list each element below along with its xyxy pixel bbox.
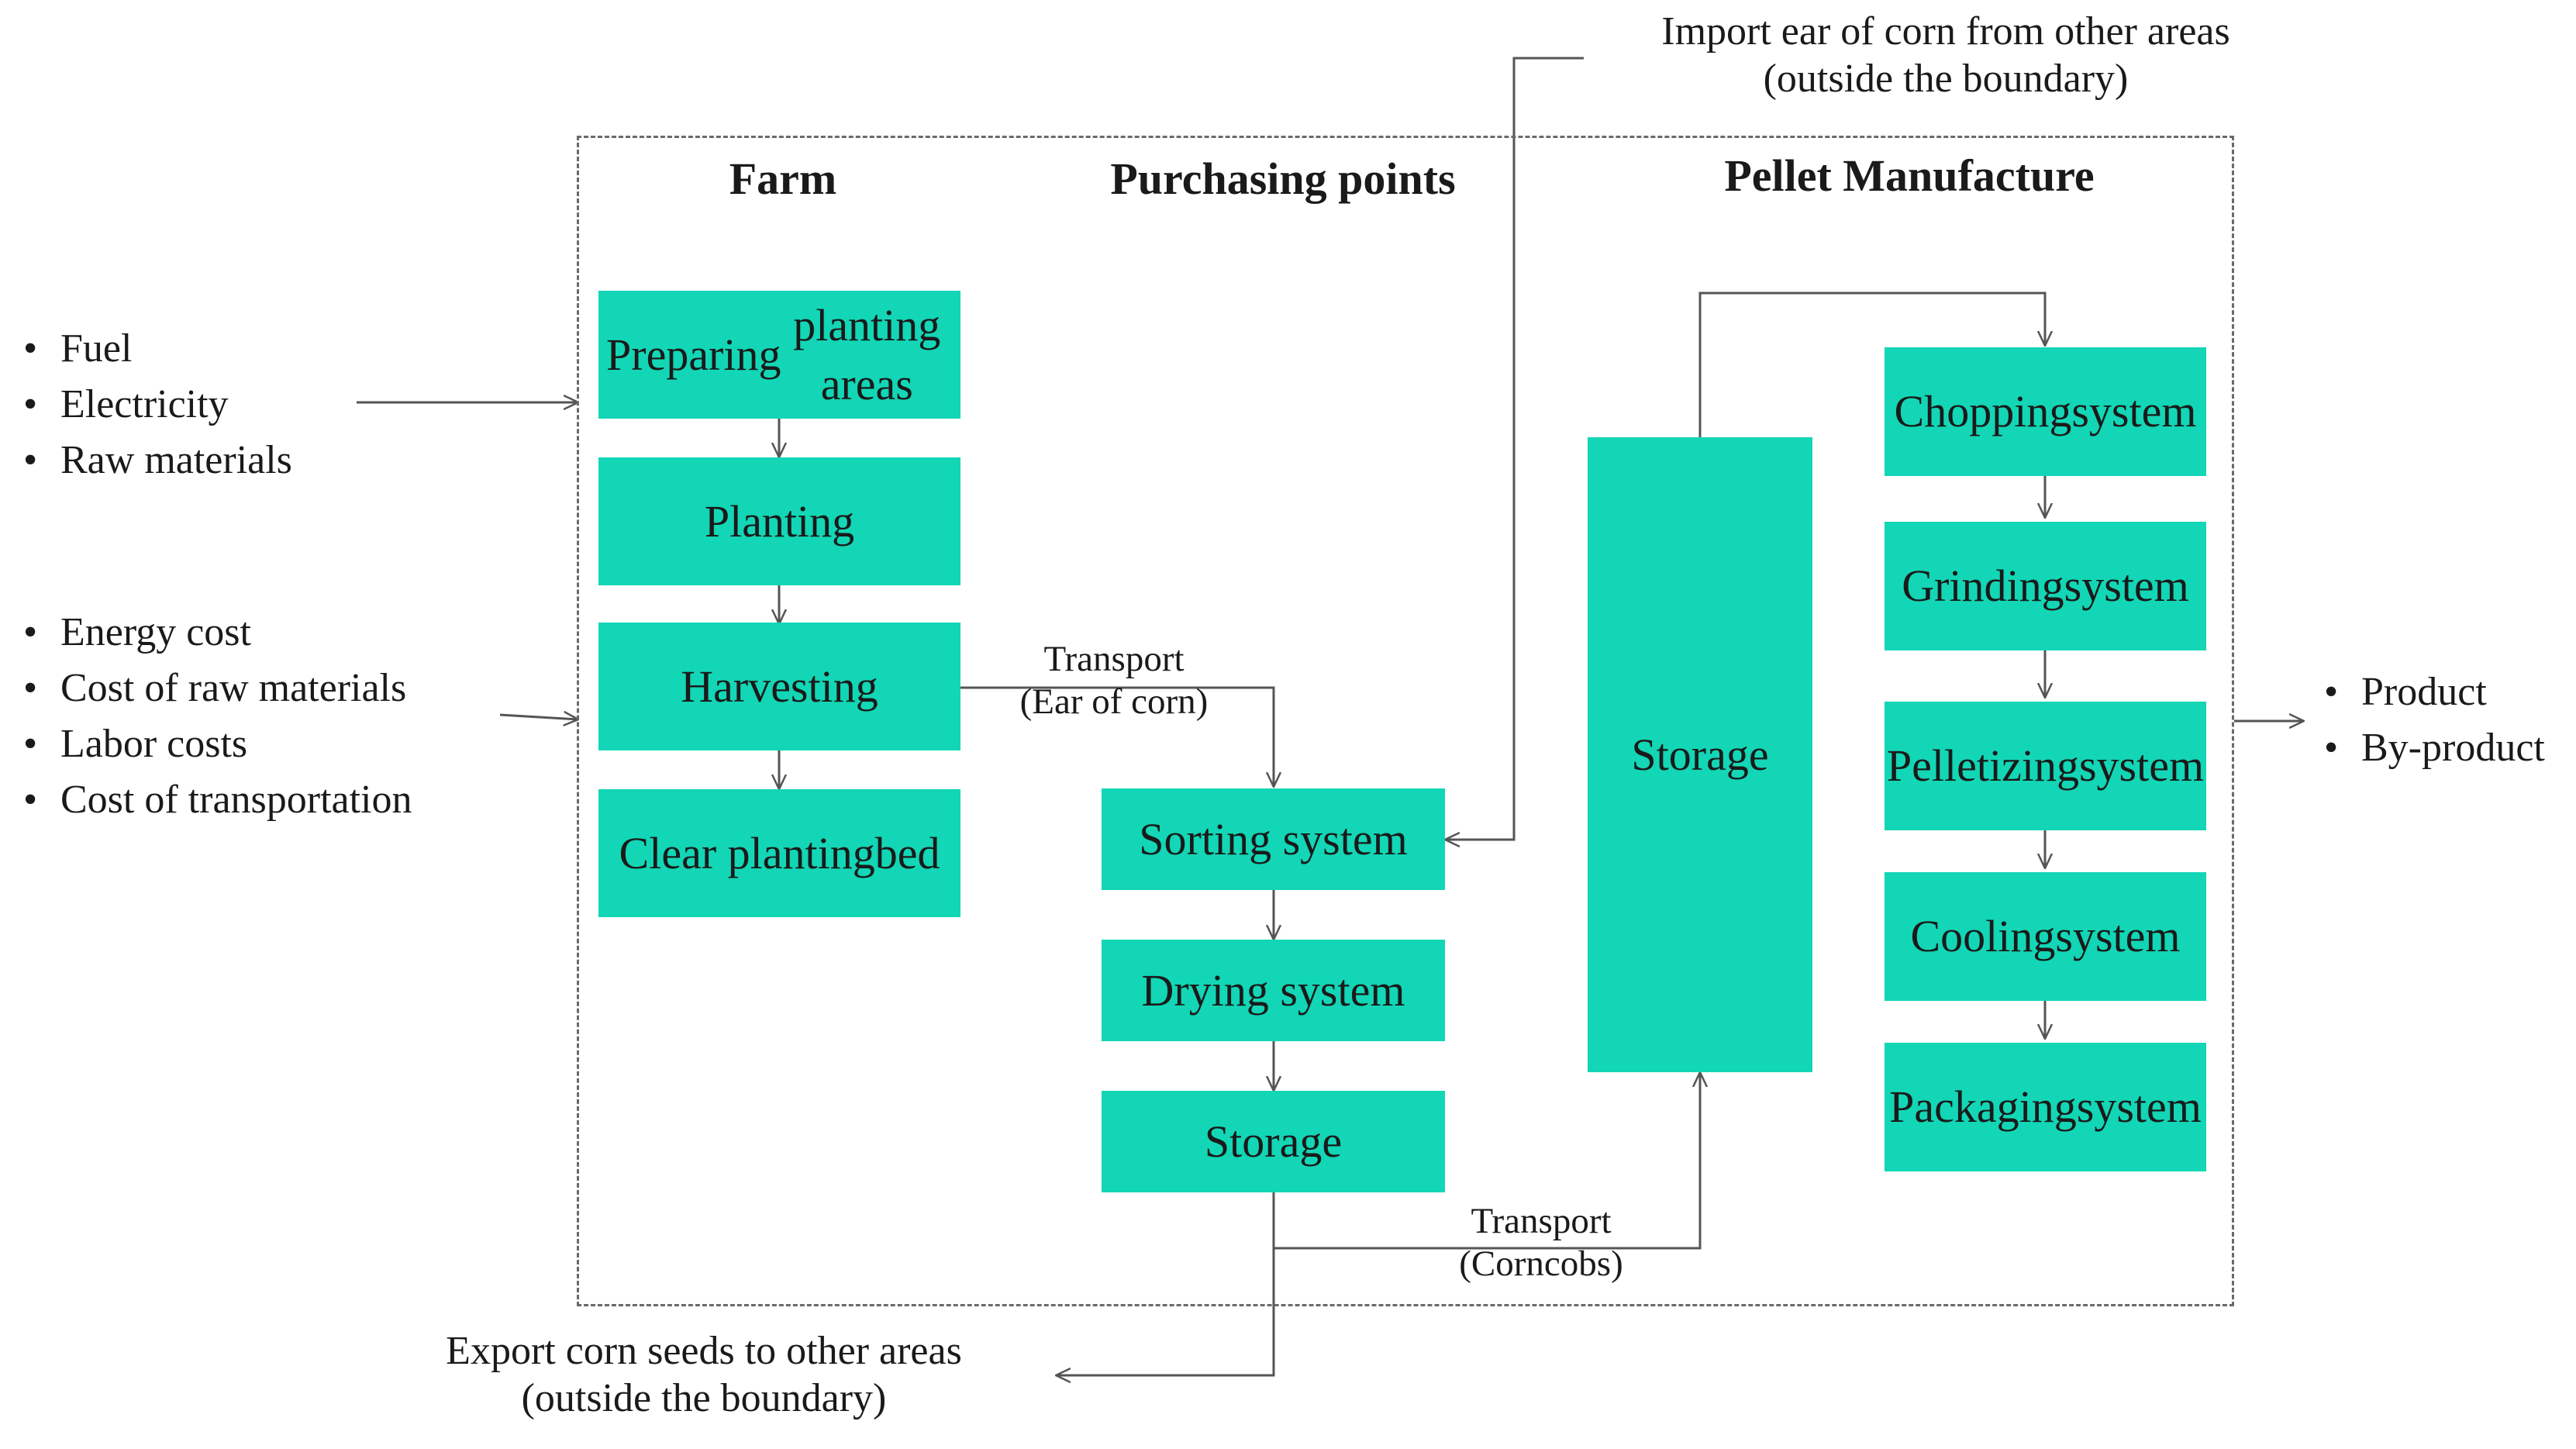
box-line: planting areas xyxy=(793,300,941,409)
box-line: system xyxy=(2071,386,2197,437)
label-line: (Ear of corn) xyxy=(1019,681,1209,723)
sorting-system-box: Sorting system xyxy=(1102,788,1445,890)
label-line: (outside the boundary) xyxy=(521,1376,887,1421)
label-line: Export corn seeds to other areas xyxy=(446,1329,962,1373)
box-line: Cooling xyxy=(1910,911,2056,962)
preparing-planting-areas-box: Preparing planting areas xyxy=(598,291,960,419)
box-line: Pelletizing xyxy=(1886,740,2079,792)
box-line: Chopping xyxy=(1894,386,2072,437)
box-line: Storage xyxy=(1204,1116,1343,1167)
input-item: Raw materials xyxy=(23,433,292,488)
export-label: Export corn seeds to other areas (outsid… xyxy=(446,1327,962,1423)
box-line: Packaging xyxy=(1889,1082,2077,1133)
pellet-manufacture-header: Pellet Manufacture xyxy=(1724,150,2095,201)
box-line: Planting xyxy=(704,495,855,547)
cooling-system-box: Cooling system xyxy=(1885,872,2206,1001)
cost-item: Labor costs xyxy=(23,716,412,772)
cost-inputs-list: Energy costCost of raw materialsLabor co… xyxy=(23,605,412,828)
box-line: Clear planting xyxy=(619,827,875,878)
system-boundary xyxy=(577,136,2234,1306)
box-line: Storage xyxy=(1631,729,1769,780)
drying-system-box: Drying system xyxy=(1102,940,1445,1041)
box-line: system xyxy=(2078,740,2205,792)
label-line: (Corncobs) xyxy=(1459,1244,1623,1285)
resource-inputs-list: FuelElectricityRaw materials xyxy=(23,321,292,488)
box-line: system xyxy=(2064,561,2189,612)
planting-box: Planting xyxy=(598,457,960,585)
storage-box-purchasing: Storage xyxy=(1102,1091,1445,1192)
box-line: Grinding xyxy=(1902,561,2064,612)
box-line: Sorting system xyxy=(1139,813,1408,864)
cost-item: Energy cost xyxy=(23,605,412,661)
box-line: Preparing xyxy=(606,329,781,380)
transport-ear-of-corn-label: Transport (Ear of corn) xyxy=(1020,638,1209,724)
grinding-system-box: Grinding system xyxy=(1885,522,2206,650)
label-line: Transport xyxy=(1471,1201,1612,1241)
packaging-system-box: Packaging system xyxy=(1885,1043,2206,1171)
box-line: Drying system xyxy=(1141,964,1405,1016)
cost-item: Cost of raw materials xyxy=(23,661,412,716)
storage-box-pellet: Storage xyxy=(1588,437,1812,1072)
box-line: system xyxy=(2076,1082,2202,1133)
label-line: (outside the boundary) xyxy=(1763,57,2129,102)
purchasing-points-header: Purchasing points xyxy=(1110,154,1456,204)
box-line: bed xyxy=(874,827,940,878)
farm-header: Farm xyxy=(729,154,837,204)
arrow-inputs-costs xyxy=(499,715,578,719)
output-item: By-product xyxy=(2324,720,2545,776)
input-item: Fuel xyxy=(23,321,292,377)
pelletizing-system-box: Pelletizing system xyxy=(1885,702,2206,830)
input-item: Electricity xyxy=(23,377,292,433)
harvesting-box: Harvesting xyxy=(598,623,960,750)
output-item: Product xyxy=(2324,664,2545,720)
label-line: Import ear of corn from other areas xyxy=(1661,9,2230,53)
box-line: system xyxy=(2055,911,2181,962)
label-line: Transport xyxy=(1043,639,1185,679)
outputs-list: ProductBy-product xyxy=(2324,664,2545,776)
cost-item: Cost of transportation xyxy=(23,772,412,828)
box-line: Harvesting xyxy=(681,661,878,712)
chopping-system-box: Chopping system xyxy=(1885,347,2206,476)
transport-corncobs-label: Transport (Corncobs) xyxy=(1459,1200,1623,1286)
clear-planting-bed-box: Clear planting bed xyxy=(598,789,960,917)
import-label: Import ear of corn from other areas (out… xyxy=(1661,8,2229,103)
